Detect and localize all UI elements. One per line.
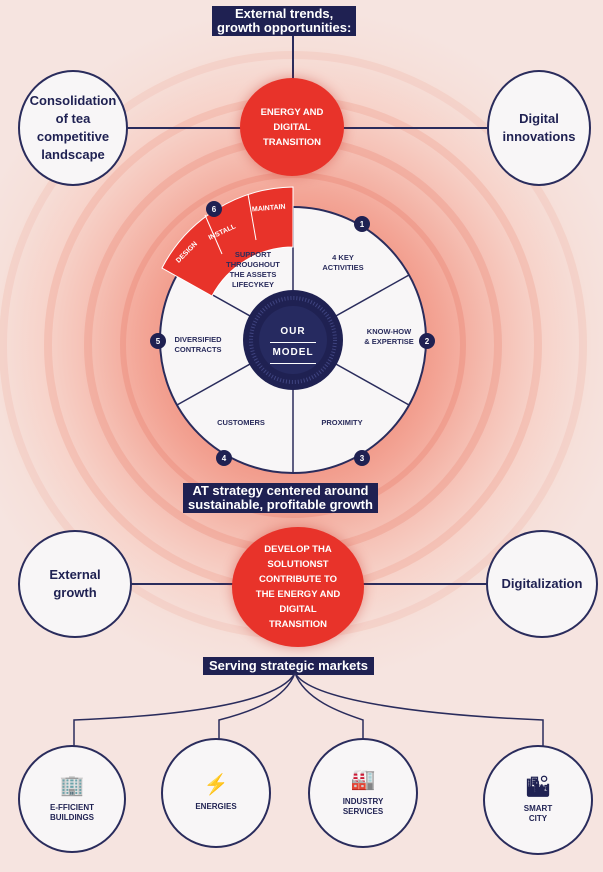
segment-number-2: 2: [419, 333, 435, 349]
market-label-energies: ENERGIES: [195, 802, 237, 811]
segment-number-3: 3: [354, 450, 370, 466]
segment-number-5: 5: [150, 333, 166, 349]
model-center-line1: OUR: [280, 326, 306, 337]
segment-number-4: 4: [216, 450, 232, 466]
digitalization-circle: Digitalization: [486, 530, 598, 638]
top-right-connector: [343, 127, 488, 129]
mid-right-connector: [360, 583, 488, 585]
segment-label-2: KNOW-HOW & EXPERTISE: [364, 327, 414, 346]
market-label-buildings: E-FFICIENT BUILDINGS: [50, 803, 94, 822]
mid-left-connector: [130, 583, 236, 585]
external-growth-label: External growth: [49, 567, 101, 600]
mid-banner: AT strategy centered around sustainable,…: [183, 483, 378, 513]
consolidation-label: Consolidation of tea competitive landsca…: [29, 93, 117, 162]
digitalization-label: Digitalization: [501, 576, 583, 591]
top-banner: External trends, growth opportunities:: [212, 6, 357, 36]
bottom-banner-label: Serving strategic markets: [209, 658, 368, 673]
bottom-banner: Serving strategic markets: [203, 657, 374, 675]
energy-digital-transition-label: ENERGY AND DIGITAL TRANSITION: [260, 106, 324, 148]
external-growth-circle: External growth: [18, 530, 132, 638]
mid-banner-line2: sustainable, profitable growth: [188, 497, 373, 512]
market-smart-city: 🏙 SMART CITY: [483, 745, 593, 855]
develop-solutions-label: DEVELOP THA SOLUTIONST CONTRIBUTE TO THE…: [255, 544, 341, 630]
segment-label-1: 4 KEY ACTIVITIES: [322, 253, 364, 272]
mid-banner-line1: AT strategy centered around: [192, 483, 369, 498]
top-banner-line1: External trends,: [235, 6, 334, 21]
segment-number-6: 6: [206, 201, 222, 217]
market-label-smart-city: SMART CITY: [523, 804, 553, 823]
segment-label-5: DIVERSIFIED CONTRACTS: [174, 335, 222, 354]
market-label-industry: INDUSTRY SERVICES: [342, 797, 384, 816]
consolidation-circle: Consolidation of tea competitive landsca…: [18, 70, 128, 186]
market-efficient-buildings: 🏢 E-FFICIENT BUILDINGS: [18, 745, 126, 853]
model-center: OUR MODEL: [258, 322, 328, 364]
develop-solutions-circle: DEVELOP THA SOLUTIONST CONTRIBUTE TO THE…: [232, 527, 364, 647]
lightning-icon: ⚡: [203, 774, 229, 796]
digital-innovations-circle: Digital innovations: [487, 70, 591, 186]
top-connector: [292, 36, 294, 94]
model-center-line2: MODEL: [270, 342, 316, 364]
market-industry-services: 🏭 INDUSTRY SERVICES: [308, 738, 418, 848]
top-left-connector: [126, 127, 244, 129]
top-banner-line2: growth opportunities:: [217, 20, 352, 35]
segment-label-3: PROXIMITY: [321, 418, 363, 427]
energy-digital-transition-circle: ENERGY AND DIGITAL TRANSITION: [240, 78, 344, 176]
market-energies: ⚡ ENERGIES: [161, 738, 271, 848]
factory-icon: 🏭: [350, 769, 376, 791]
segment-number-1: 1: [354, 216, 370, 232]
building-icon: 🏢: [59, 775, 85, 797]
smart-city-icon: 🏙: [525, 776, 551, 798]
segment-label-4: CUSTOMERS: [217, 418, 265, 427]
support-label: SUPPORT THROUGHOUT THE ASSETS LIFECYKEY: [226, 250, 280, 289]
digital-innovations-label: Digital innovations: [502, 111, 576, 144]
